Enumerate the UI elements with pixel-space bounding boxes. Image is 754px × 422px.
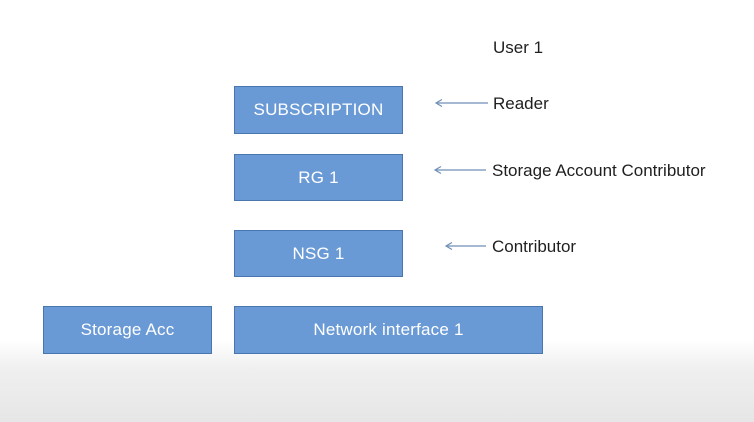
rg-box: RG 1 (234, 154, 403, 201)
rg-box-label: RG 1 (298, 167, 339, 187)
role-storage-account-contributor-label: Storage Account Contributor (492, 161, 706, 180)
subscription-box-label: SUBSCRIPTION (253, 100, 384, 119)
storage-contributor-arrow (433, 165, 486, 175)
reader-arrow (434, 98, 488, 108)
network-interface-box-label: Network interface 1 (313, 320, 464, 339)
network-interface-box: Network interface 1 (234, 306, 543, 354)
storage-acc-box: Storage Acc (43, 306, 212, 354)
user-label: User 1 (493, 38, 544, 57)
role-reader-label: Reader (493, 94, 549, 113)
nsg-box-label: NSG 1 (292, 243, 345, 263)
contributor-arrow (444, 241, 486, 251)
subscription-box: SUBSCRIPTION (234, 86, 403, 134)
storage-acc-box-label: Storage Acc (80, 320, 175, 339)
role-contributor-label: Contributor (492, 237, 577, 256)
nsg-box: NSG 1 (234, 230, 403, 277)
